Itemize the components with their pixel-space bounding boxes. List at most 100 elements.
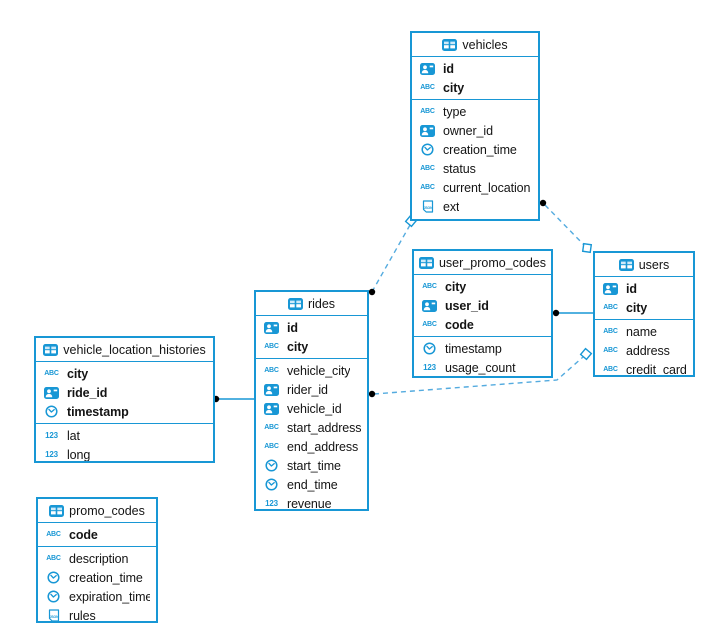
column-rider_id[interactable]: rider_id [256,380,367,399]
table-icon [618,258,634,271]
svg-text:JSON: JSON [49,615,58,619]
column-name: vehicle_id [287,401,342,416]
json-type-icon: JSON [48,609,59,621]
column-type-icon-wrap: ABC [418,108,437,115]
cardinality-square-marker [581,242,593,254]
string-type-icon: ABC [603,328,618,335]
column-start_address[interactable]: ABC start_address [256,418,367,437]
relation-rides-to-users[interactable] [373,356,584,395]
column-name: id [626,281,637,296]
column-type-icon-wrap: ABC [418,184,437,191]
table-icon [43,343,59,356]
clock-type-icon [421,143,434,156]
column-name: revenue [287,496,332,511]
column-name: expiration_time [69,589,150,604]
column-name: start_address [287,420,361,435]
column-type-icon-wrap: 123 [42,449,61,459]
column-id[interactable]: id [412,59,538,78]
relation-vehicles-to-rides[interactable] [372,224,411,291]
column-type-icon-wrap [420,342,439,355]
column-type-icon-wrap: JSON [44,609,63,621]
column-creation_time[interactable]: creation_time [38,568,156,587]
cardinality-dot-marker [539,199,547,207]
entity-header[interactable]: users [595,253,693,277]
column-expiration_time[interactable]: expiration_time [38,587,156,606]
column-type-icon-wrap: ABC [601,347,620,354]
entity-header[interactable]: rides [256,292,367,316]
column-type-icon-wrap: ABC [262,424,281,431]
entity-header[interactable]: user_promo_codes [414,251,551,275]
column-timestamp[interactable]: timestamp [36,402,213,421]
column-user_id[interactable]: user_id [414,296,551,315]
number-type-icon: 123 [45,449,58,459]
entity-header[interactable]: promo_codes [38,499,156,523]
column-name: owner_id [443,123,493,138]
id-type-icon [422,299,437,312]
column-ride_id[interactable]: ride_id [36,383,213,402]
column-id[interactable]: id [256,318,367,337]
column-name: name [626,324,657,339]
column-creation_time[interactable]: creation_time [412,140,538,159]
column-end_time[interactable]: end_time [256,475,367,494]
entity-title: vehicle_location_histories [63,342,206,357]
column-type-icon-wrap: ABC [262,343,281,350]
column-start_time[interactable]: start_time [256,456,367,475]
column-type-icon-wrap: ABC [418,84,437,91]
column-timestamp[interactable]: timestamp [414,339,551,358]
string-type-icon: ABC [603,347,618,354]
string-type-icon: ABC [603,304,618,311]
column-vehicle_id[interactable]: vehicle_id [256,399,367,418]
svg-text:JSON: JSON [423,206,432,210]
string-type-icon: ABC [420,165,435,172]
relation-vehicles-to-users[interactable] [544,204,585,246]
entity-header[interactable]: vehicles [412,33,538,57]
entity-header[interactable]: vehicle_location_histories [36,338,213,362]
column-type-icon-wrap: ABC [262,367,281,374]
entity-title: users [638,257,670,272]
column-id[interactable]: id [595,279,693,298]
column-name: end_address [287,439,359,454]
column-name[interactable]: ABC name [595,322,693,341]
string-type-icon: ABC [264,343,279,350]
column-name: city [67,366,89,381]
string-type-icon: ABC [603,366,618,373]
column-type-icon-wrap [42,386,61,399]
column-owner_id[interactable]: owner_id [412,121,538,140]
